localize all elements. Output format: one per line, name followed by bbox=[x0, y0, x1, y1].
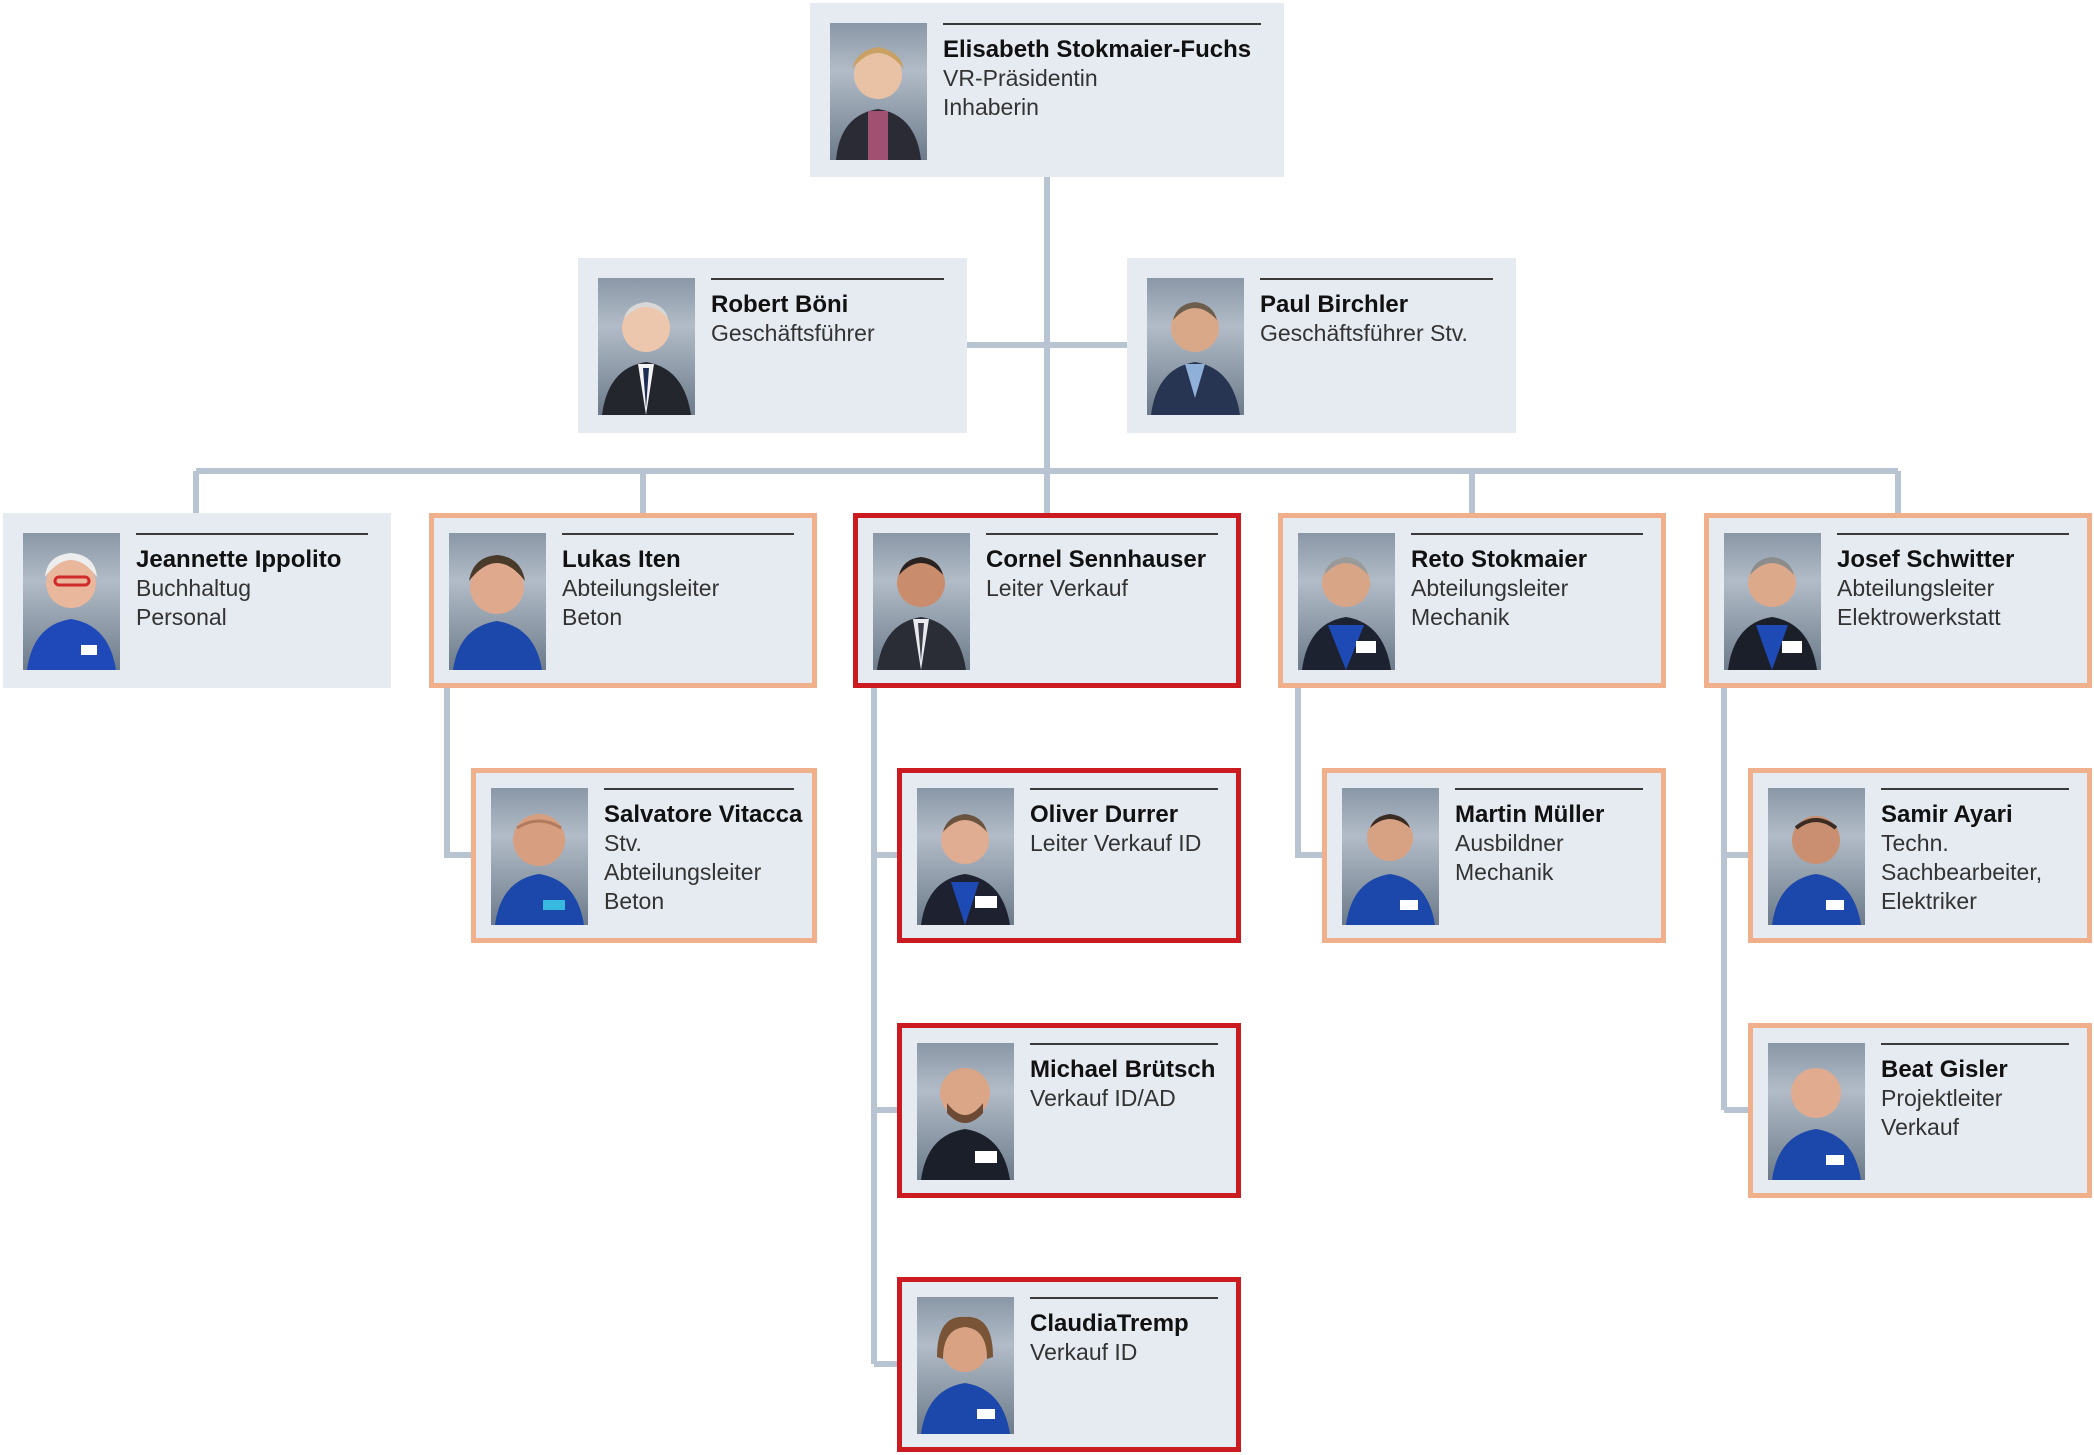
card-gisler[interactable]: Beat Gisler Projektleiter Verkauf bbox=[1748, 1023, 2092, 1198]
card-ayari[interactable]: Samir Ayari Techn. Sachbearbeiter, Elekt… bbox=[1748, 768, 2092, 943]
portrait-photo bbox=[449, 533, 546, 670]
person-role: Mechanik bbox=[1455, 859, 1554, 885]
person-name: Elisabeth Stokmaier-Fuchs bbox=[943, 36, 1252, 63]
person-role: Verkauf ID/AD bbox=[1030, 1085, 1176, 1111]
person-role: Stv. bbox=[604, 830, 642, 856]
portrait-photo bbox=[1768, 1043, 1865, 1180]
person-name: Reto Stokmaier bbox=[1411, 546, 1588, 573]
person-role: Techn. bbox=[1881, 830, 1949, 856]
person-role: Geschäftsführer Stv. bbox=[1260, 320, 1468, 346]
portrait-photo bbox=[917, 788, 1014, 925]
portrait-photo bbox=[830, 23, 927, 160]
person-name: Michael Brütsch bbox=[1030, 1056, 1216, 1083]
person-role: Verkauf ID bbox=[1030, 1339, 1138, 1365]
person-role: Beton bbox=[562, 604, 623, 630]
portrait-photo bbox=[23, 533, 120, 670]
person-role: Geschäftsführer bbox=[711, 320, 875, 346]
person-role: Elektriker bbox=[1881, 888, 1977, 914]
portrait-photo bbox=[1768, 788, 1865, 925]
portrait-photo bbox=[491, 788, 588, 925]
person-role: Abteilungsleiter bbox=[604, 859, 762, 885]
person-name: Robert Böni bbox=[711, 291, 849, 318]
person-role: VR-Präsidentin bbox=[943, 65, 1098, 91]
portrait-photo bbox=[1342, 788, 1439, 925]
person-name: Lukas Iten bbox=[562, 546, 681, 573]
portrait-photo bbox=[598, 278, 695, 415]
person-name: ClaudiaTremp bbox=[1030, 1310, 1189, 1337]
person-role: Abteilungsleiter bbox=[1411, 575, 1569, 601]
card-mueller[interactable]: Martin Müller Ausbildner Mechanik bbox=[1322, 768, 1666, 943]
person-role: Buchhaltug bbox=[136, 575, 252, 601]
card-durrer[interactable]: Oliver Durrer Leiter Verkauf ID bbox=[897, 768, 1241, 943]
card-ippolito[interactable]: Jeannette Ippolito Buchhaltug Personal bbox=[3, 513, 391, 688]
person-role: Projektleiter bbox=[1881, 1085, 2003, 1111]
card-ceo[interactable]: Elisabeth Stokmaier-Fuchs VR-Präsidentin… bbox=[810, 3, 1284, 177]
portrait-photo bbox=[1298, 533, 1395, 670]
person-role: Mechanik bbox=[1411, 604, 1510, 630]
person-name: Josef Schwitter bbox=[1837, 546, 2015, 573]
portrait-photo bbox=[873, 533, 970, 670]
person-role: Personal bbox=[136, 604, 227, 630]
link-iten-vitacca bbox=[444, 687, 471, 858]
portrait-photo bbox=[917, 1297, 1014, 1434]
card-bruetsch[interactable]: Michael Brütsch Verkauf ID/AD bbox=[897, 1023, 1241, 1198]
portrait-photo bbox=[917, 1043, 1014, 1180]
person-role: Abteilungsleiter bbox=[1837, 575, 1995, 601]
person-role: Abteilungsleiter bbox=[562, 575, 720, 601]
card-birchler[interactable]: Paul Birchler Geschäftsführer Stv. bbox=[1127, 258, 1516, 433]
person-role: Elektrowerkstatt bbox=[1837, 604, 2001, 630]
person-name: Oliver Durrer bbox=[1030, 801, 1179, 828]
card-iten[interactable]: Lukas Iten Abteilungsleiter Beton bbox=[429, 513, 817, 688]
portrait-photo bbox=[1147, 278, 1244, 415]
card-schwitter[interactable]: Josef Schwitter Abteilungsleiter Elektro… bbox=[1704, 513, 2092, 688]
person-name: Samir Ayari bbox=[1881, 801, 2013, 828]
person-role: Ausbildner bbox=[1455, 830, 1564, 856]
person-name: Jeannette Ippolito bbox=[136, 546, 342, 573]
person-role: Leiter Verkauf ID bbox=[1030, 830, 1202, 856]
person-name: Paul Birchler bbox=[1260, 291, 1409, 318]
person-role: Beton bbox=[604, 888, 665, 914]
person-name: Beat Gisler bbox=[1881, 1056, 2008, 1083]
portrait-photo bbox=[1724, 533, 1821, 670]
link-stokmaier-mueller bbox=[1295, 687, 1322, 858]
card-sennhauser[interactable]: Cornel Sennhauser Leiter Verkauf bbox=[853, 513, 1241, 688]
person-role: Sachbearbeiter, bbox=[1881, 859, 2043, 885]
card-vitacca[interactable]: Salvatore Vitacca Stv. Abteilungsleiter … bbox=[471, 768, 817, 943]
person-role: Leiter Verkauf bbox=[986, 575, 1128, 601]
card-boeni[interactable]: Robert Böni Geschäftsführer bbox=[578, 258, 967, 433]
person-name: Martin Müller bbox=[1455, 801, 1605, 828]
card-stokmaier[interactable]: Reto Stokmaier Abteilungsleiter Mechanik bbox=[1278, 513, 1666, 688]
person-role: Inhaberin bbox=[943, 94, 1039, 120]
card-tremp[interactable]: ClaudiaTremp Verkauf ID bbox=[897, 1277, 1241, 1452]
person-role: Verkauf bbox=[1881, 1114, 1959, 1140]
person-name: Cornel Sennhauser bbox=[986, 546, 1207, 573]
person-name: Salvatore Vitacca bbox=[604, 801, 803, 828]
